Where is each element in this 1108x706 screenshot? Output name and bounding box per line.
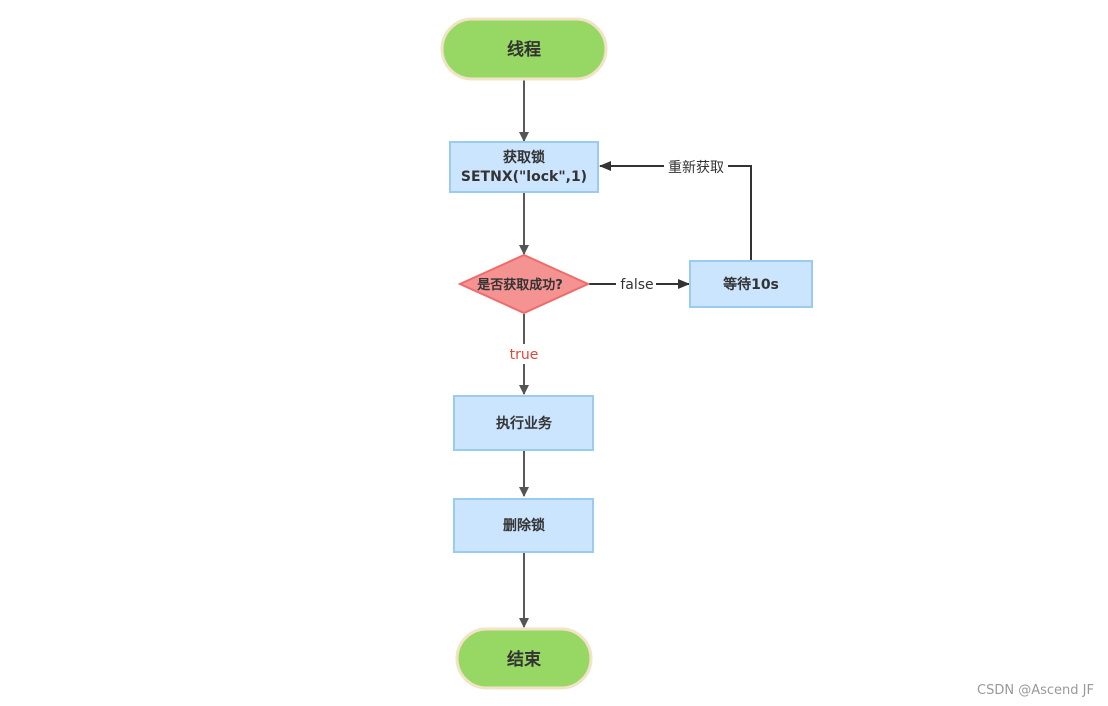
- delete-lock-node: [453, 498, 594, 553]
- acquire-lock-command: SETNX("lock",1): [461, 169, 587, 185]
- acquire-lock-label: 获取锁: [503, 149, 545, 166]
- end-node: [455, 627, 593, 690]
- decision-node: [457, 253, 591, 315]
- wait-node: [689, 260, 813, 308]
- execute-node: [453, 395, 594, 451]
- edge-wait-to-acquire: [599, 161, 752, 260]
- execute-label: 执行业务: [496, 415, 553, 432]
- start-node-label: 线程: [507, 39, 541, 60]
- watermark: CSDN @Ascend JF: [977, 683, 1094, 698]
- edge-label-false: false: [620, 277, 653, 293]
- acquire-lock-node: [449, 141, 599, 193]
- edge-label-retry: 重新获取: [668, 160, 724, 176]
- start-node: [440, 17, 608, 81]
- wait-label: 等待10s: [723, 276, 779, 293]
- decision-label: 是否获取成功?: [476, 277, 563, 293]
- delete-lock-label: 删除锁: [503, 517, 545, 534]
- end-node-label: 结束: [507, 649, 541, 670]
- edge-label-true: true: [510, 347, 539, 363]
